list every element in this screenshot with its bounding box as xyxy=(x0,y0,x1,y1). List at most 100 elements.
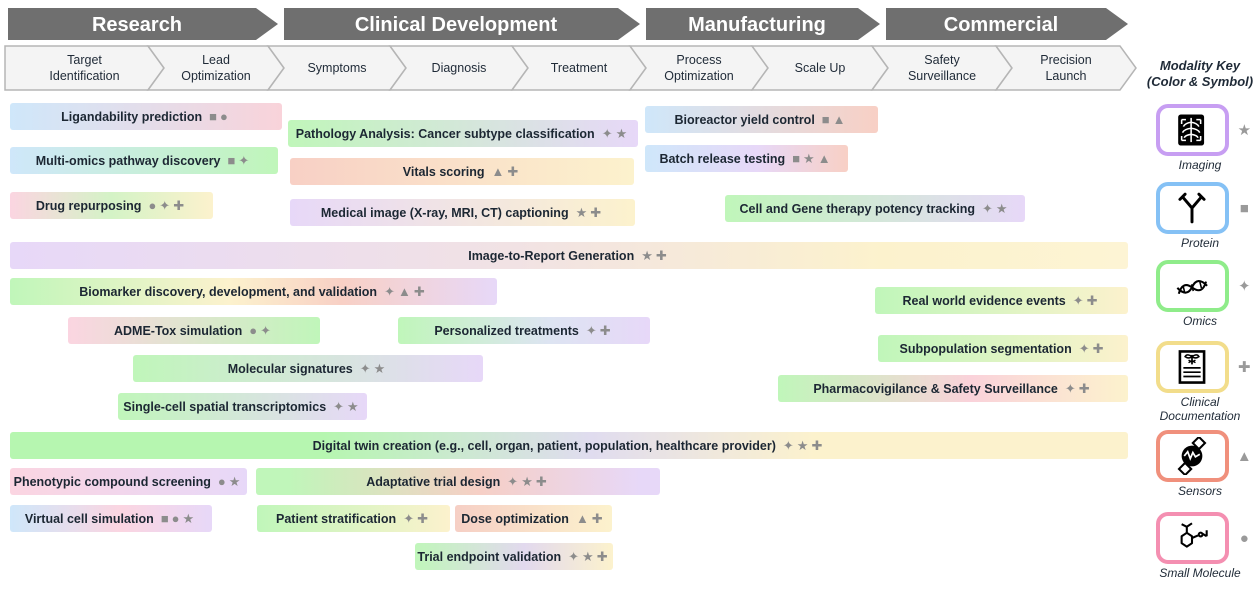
modality-symbols-diamond-plus: ✦✚ xyxy=(1072,293,1101,308)
subphase-label: Diagnosis xyxy=(432,61,487,75)
clinical-documentation-icon xyxy=(1156,341,1229,393)
modality-symbols-circle-star: ●★ xyxy=(217,474,244,489)
usecase-label: Batch release testing xyxy=(659,151,786,166)
modality-symbols-diamond-star: ✦★ xyxy=(601,126,631,141)
usecase-bar-molecular-signatures: Molecular signatures✦★ xyxy=(133,355,483,382)
usecase-bar-pharmacovigilance-safety-surveillance: Pharmacovigilance & Safety Surveillance ✦… xyxy=(778,375,1128,402)
modality-symbols-diamond-star-plus: ✦★✚ xyxy=(507,474,550,489)
usecase-bar-real-world-evidence-events: Real world evidence events ✦✚ xyxy=(875,287,1128,314)
modality-symbols-diamond-plus: ✦✚ xyxy=(403,511,431,526)
usecase-label: Virtual cell simulation xyxy=(24,511,154,526)
usecase-bar-drug-repurposing: Drug repurposing ●✦✚ xyxy=(10,192,213,219)
protein-label: Protein xyxy=(1180,236,1220,250)
usecase-bar-pathology-analysis-cancer-subtype-classi: Pathology Analysis: Cancer subtype class… xyxy=(288,120,638,147)
subphase-label: Scale Up xyxy=(795,61,846,75)
usecase-bar-digital-twin-creation-e-g-cell-organ-pat: Digital twin creation (e.g., cell, organ… xyxy=(10,432,1128,459)
usecase-bar-multi-omics-pathway-discovery: Multi-omics pathway discovery ■✦ xyxy=(10,147,278,174)
usecase-bar-adaptative-trial-design: Adaptative trial design ✦★✚ xyxy=(256,468,660,495)
sensors-symbol-triangle: ▲ xyxy=(1236,447,1252,465)
usecase-bar-patient-stratification: Patient stratification✦✚ xyxy=(257,505,450,532)
usecase-bar-single-cell-spatial-transcriptomics: Single-cell spatial transcriptomics✦★ xyxy=(118,393,367,420)
phase-arrow xyxy=(8,8,278,40)
subphase-label: Treatment xyxy=(551,61,608,75)
usecase-label: Multi-omics pathway discovery xyxy=(35,153,221,168)
usecase-label: ADME-Tox simulation xyxy=(114,323,243,338)
modality-symbols-diamond-plus: ✦✚ xyxy=(1078,341,1107,356)
usecase-label: Trial endpoint validation xyxy=(417,549,562,564)
usecase-label: Image-to-Report Generation xyxy=(468,248,635,263)
modality-symbols-diamond-star: ✦★ xyxy=(981,201,1011,216)
modality-symbols-diamond-triangle-plus: ✦▲✚ xyxy=(384,284,428,299)
usecase-label: Bioreactor yield control xyxy=(674,112,815,127)
usecase-bar-phenotypic-compound-screening: Phenotypic compound screening ●★ xyxy=(10,468,247,495)
usecase-label: Personalized treatments xyxy=(434,323,579,338)
small-molecule-label: Small Molecule xyxy=(1159,566,1241,580)
phase-arrow xyxy=(646,8,880,40)
usecase-bar-dose-optimization: Dose optimization ▲✚ xyxy=(455,505,612,532)
modality-symbols-diamond-plus: ✦✚ xyxy=(1064,381,1093,396)
modality-symbols-diamond-plus: ✦✚ xyxy=(585,323,614,338)
usecase-label: Single-cell spatial transcriptomics xyxy=(123,399,327,414)
protein-antibody-icon xyxy=(1156,182,1229,234)
phase-header: Research Clinical Development Manufacturin… xyxy=(4,8,1137,91)
phase-label: Manufacturing xyxy=(688,14,826,36)
imaging-xray-icon xyxy=(1156,104,1229,156)
usecase-bar-subpopulation-segmentation: Subpopulation segmentation✦✚ xyxy=(878,335,1128,362)
usecase-bar-batch-release-testing: Batch release testing ■★▲ xyxy=(645,145,848,172)
usecase-label: Drug repurposing xyxy=(35,198,142,213)
usecase-label: Dose optimization xyxy=(461,511,569,526)
subphase-chevron xyxy=(994,45,1137,91)
small-molecule-symbol-circle: ● xyxy=(1239,529,1249,547)
modality-symbols-star-plus: ★✚ xyxy=(575,205,605,220)
modality-symbols-square-circle-star: ■●★ xyxy=(160,511,198,526)
usecase-label: Medical image (X-ray, MRI, CT) captionin… xyxy=(320,205,569,220)
usecase-label: Biomarker discovery, development, and va… xyxy=(79,284,378,299)
modality-symbols-circle-diamond-plus: ●✦✚ xyxy=(148,198,188,213)
usecase-label: Phenotypic compound screening xyxy=(13,474,211,489)
modality-symbols-diamond-star-plus: ✦★✚ xyxy=(782,438,826,453)
usecase-label: Real world evidence events xyxy=(902,293,1066,308)
usecase-bar-biomarker-discovery-development-and-vali: Biomarker discovery, development, and va… xyxy=(10,278,497,305)
modality-key-title: Modality Key (Color & Symbol) xyxy=(1146,58,1254,90)
modality-symbols-triangle-plus: ▲✚ xyxy=(575,511,606,526)
modality-symbols-triangle-plus: ▲✚ xyxy=(491,164,522,179)
sensors-label: Sensors xyxy=(1177,484,1223,498)
imaging-symbol-star: ★ xyxy=(1237,122,1252,139)
usecase-label: Pathology Analysis: Cancer subtype class… xyxy=(295,126,595,141)
modality-symbols-square-star-triangle: ■★▲ xyxy=(792,151,834,166)
usecase-label: Digital twin creation (e.g., cell, organ… xyxy=(312,438,776,453)
phase-label: Commercial xyxy=(944,14,1059,36)
key-entry-small-molecule: ● Small Molecule xyxy=(1140,512,1260,581)
protein-symbol-square: ■ xyxy=(1239,199,1249,217)
usecase-label: Vitals scoring xyxy=(402,164,485,179)
modality-symbols-square-diamond: ■✦ xyxy=(227,153,253,168)
small-molecule-icon xyxy=(1156,512,1229,564)
usecase-bar-image-to-report-generation: Image-to-Report Generation ★✚ xyxy=(10,242,1128,269)
phase-label: Research xyxy=(92,14,182,36)
modality-symbols-circle-diamond: ●✦ xyxy=(249,323,274,338)
subphase-label: Symptoms xyxy=(307,61,366,75)
modality-symbols-square-circle: ■● xyxy=(209,109,231,124)
usecase-bar-adme-tox-simulation: ADME-Tox simulation ●✦ xyxy=(68,317,320,344)
phase-label: Clinical Development xyxy=(355,14,558,36)
usecase-label: Adaptative trial design xyxy=(366,474,501,489)
modality-symbols-square-triangle: ■▲ xyxy=(821,112,849,127)
usecase-label: Cell and Gene therapy potency tracking xyxy=(739,201,975,216)
modality-symbols-diamond-star-plus: ✦★✚ xyxy=(568,549,611,564)
usecase-bar-trial-endpoint-validation: Trial endpoint validation ✦★✚ xyxy=(415,543,613,570)
modality-symbols-star-plus: ★✚ xyxy=(641,248,670,263)
usecase-bar-medical-image-x-ray-mri-ct-captioning: Medical image (X-ray, MRI, CT) captionin… xyxy=(290,199,635,226)
sensors-smartwatch-icon xyxy=(1156,430,1229,482)
phase-arrow xyxy=(886,8,1128,40)
usecase-bar-virtual-cell-simulation: Virtual cell simulation ■●★ xyxy=(10,505,212,532)
usecase-label: Pharmacovigilance & Safety Surveillance xyxy=(813,381,1058,396)
omics-dna-icon xyxy=(1156,260,1229,312)
phase-arrow xyxy=(284,8,640,40)
key-entry-omics: ✦ Omics xyxy=(1140,260,1260,329)
omics-symbol-diamond: ✦ xyxy=(1238,278,1251,295)
